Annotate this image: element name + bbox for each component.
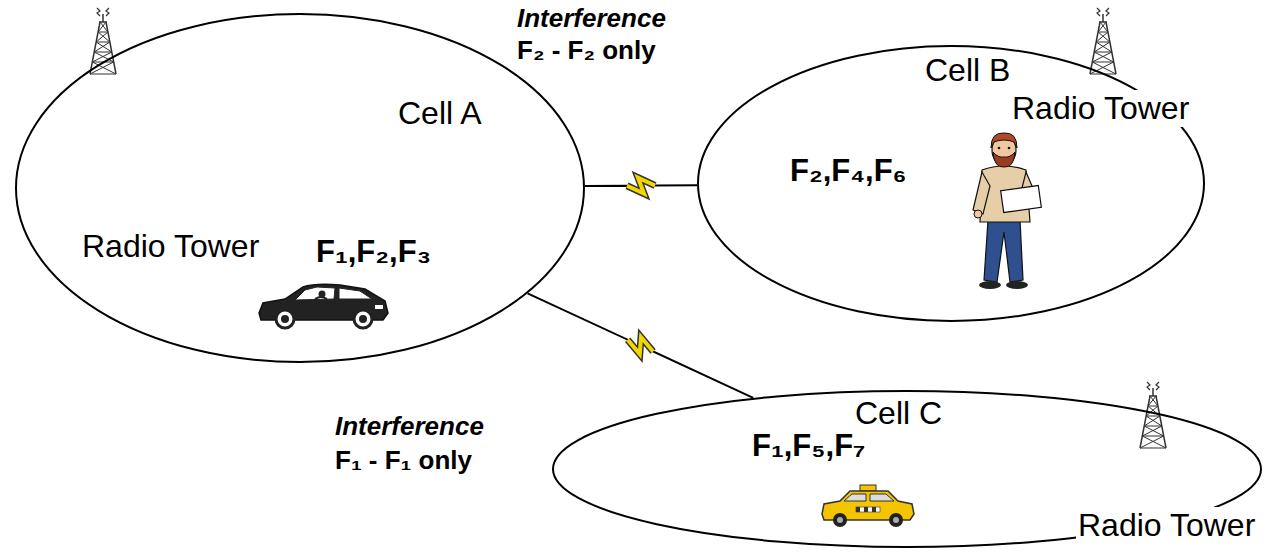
tower-label: Radio Tower (1076, 507, 1257, 544)
cell-ellipse-outline (553, 391, 1261, 547)
cell-ellipse: Cell CF₁,F₅,F₇ Radio Tower (552, 390, 1262, 548)
cell-ellipse: Cell A Radio Tower F₁,F₂,F₃ (15, 13, 585, 363)
frequency-set: F₂,F₄,F₆ (788, 153, 909, 189)
cell-ellipse: Cell BRadio TowerF₂,F₄,F₆ (697, 45, 1205, 322)
interference-frequency: F₁ - F₁ only (333, 446, 474, 476)
tower-label: Radio Tower (1010, 90, 1191, 127)
interference-link (528, 293, 754, 397)
interference-link (585, 178, 697, 194)
lightning-bolt (627, 178, 655, 194)
interference-label: Interference (515, 4, 668, 34)
cell-outline (15, 13, 585, 363)
cell-ellipse-outline (16, 14, 584, 362)
interference-label: Interference (333, 412, 486, 442)
radio-tower-icon (90, 8, 116, 74)
taxi-icon (822, 485, 914, 527)
lightning-bolt-outline (628, 337, 653, 354)
frequency-set: F₁,F₂,F₃ (314, 234, 433, 270)
cell-name: Cell A (396, 95, 484, 132)
tower-label: Radio Tower (80, 228, 261, 265)
car-icon (259, 284, 388, 328)
cell-ellipse-outline (698, 46, 1204, 321)
cell-name: Cell B (923, 52, 1012, 89)
interference-frequency: F₂ - F₂ only (515, 36, 658, 66)
radio-tower-icon (1090, 8, 1116, 74)
lightning-bolt-outline (627, 178, 655, 194)
person-icon (973, 133, 1041, 289)
frequency-set: F₁,F₅,F₇ (750, 428, 867, 464)
lightning-bolt (628, 337, 653, 354)
cell-name: Cell C (853, 395, 944, 432)
